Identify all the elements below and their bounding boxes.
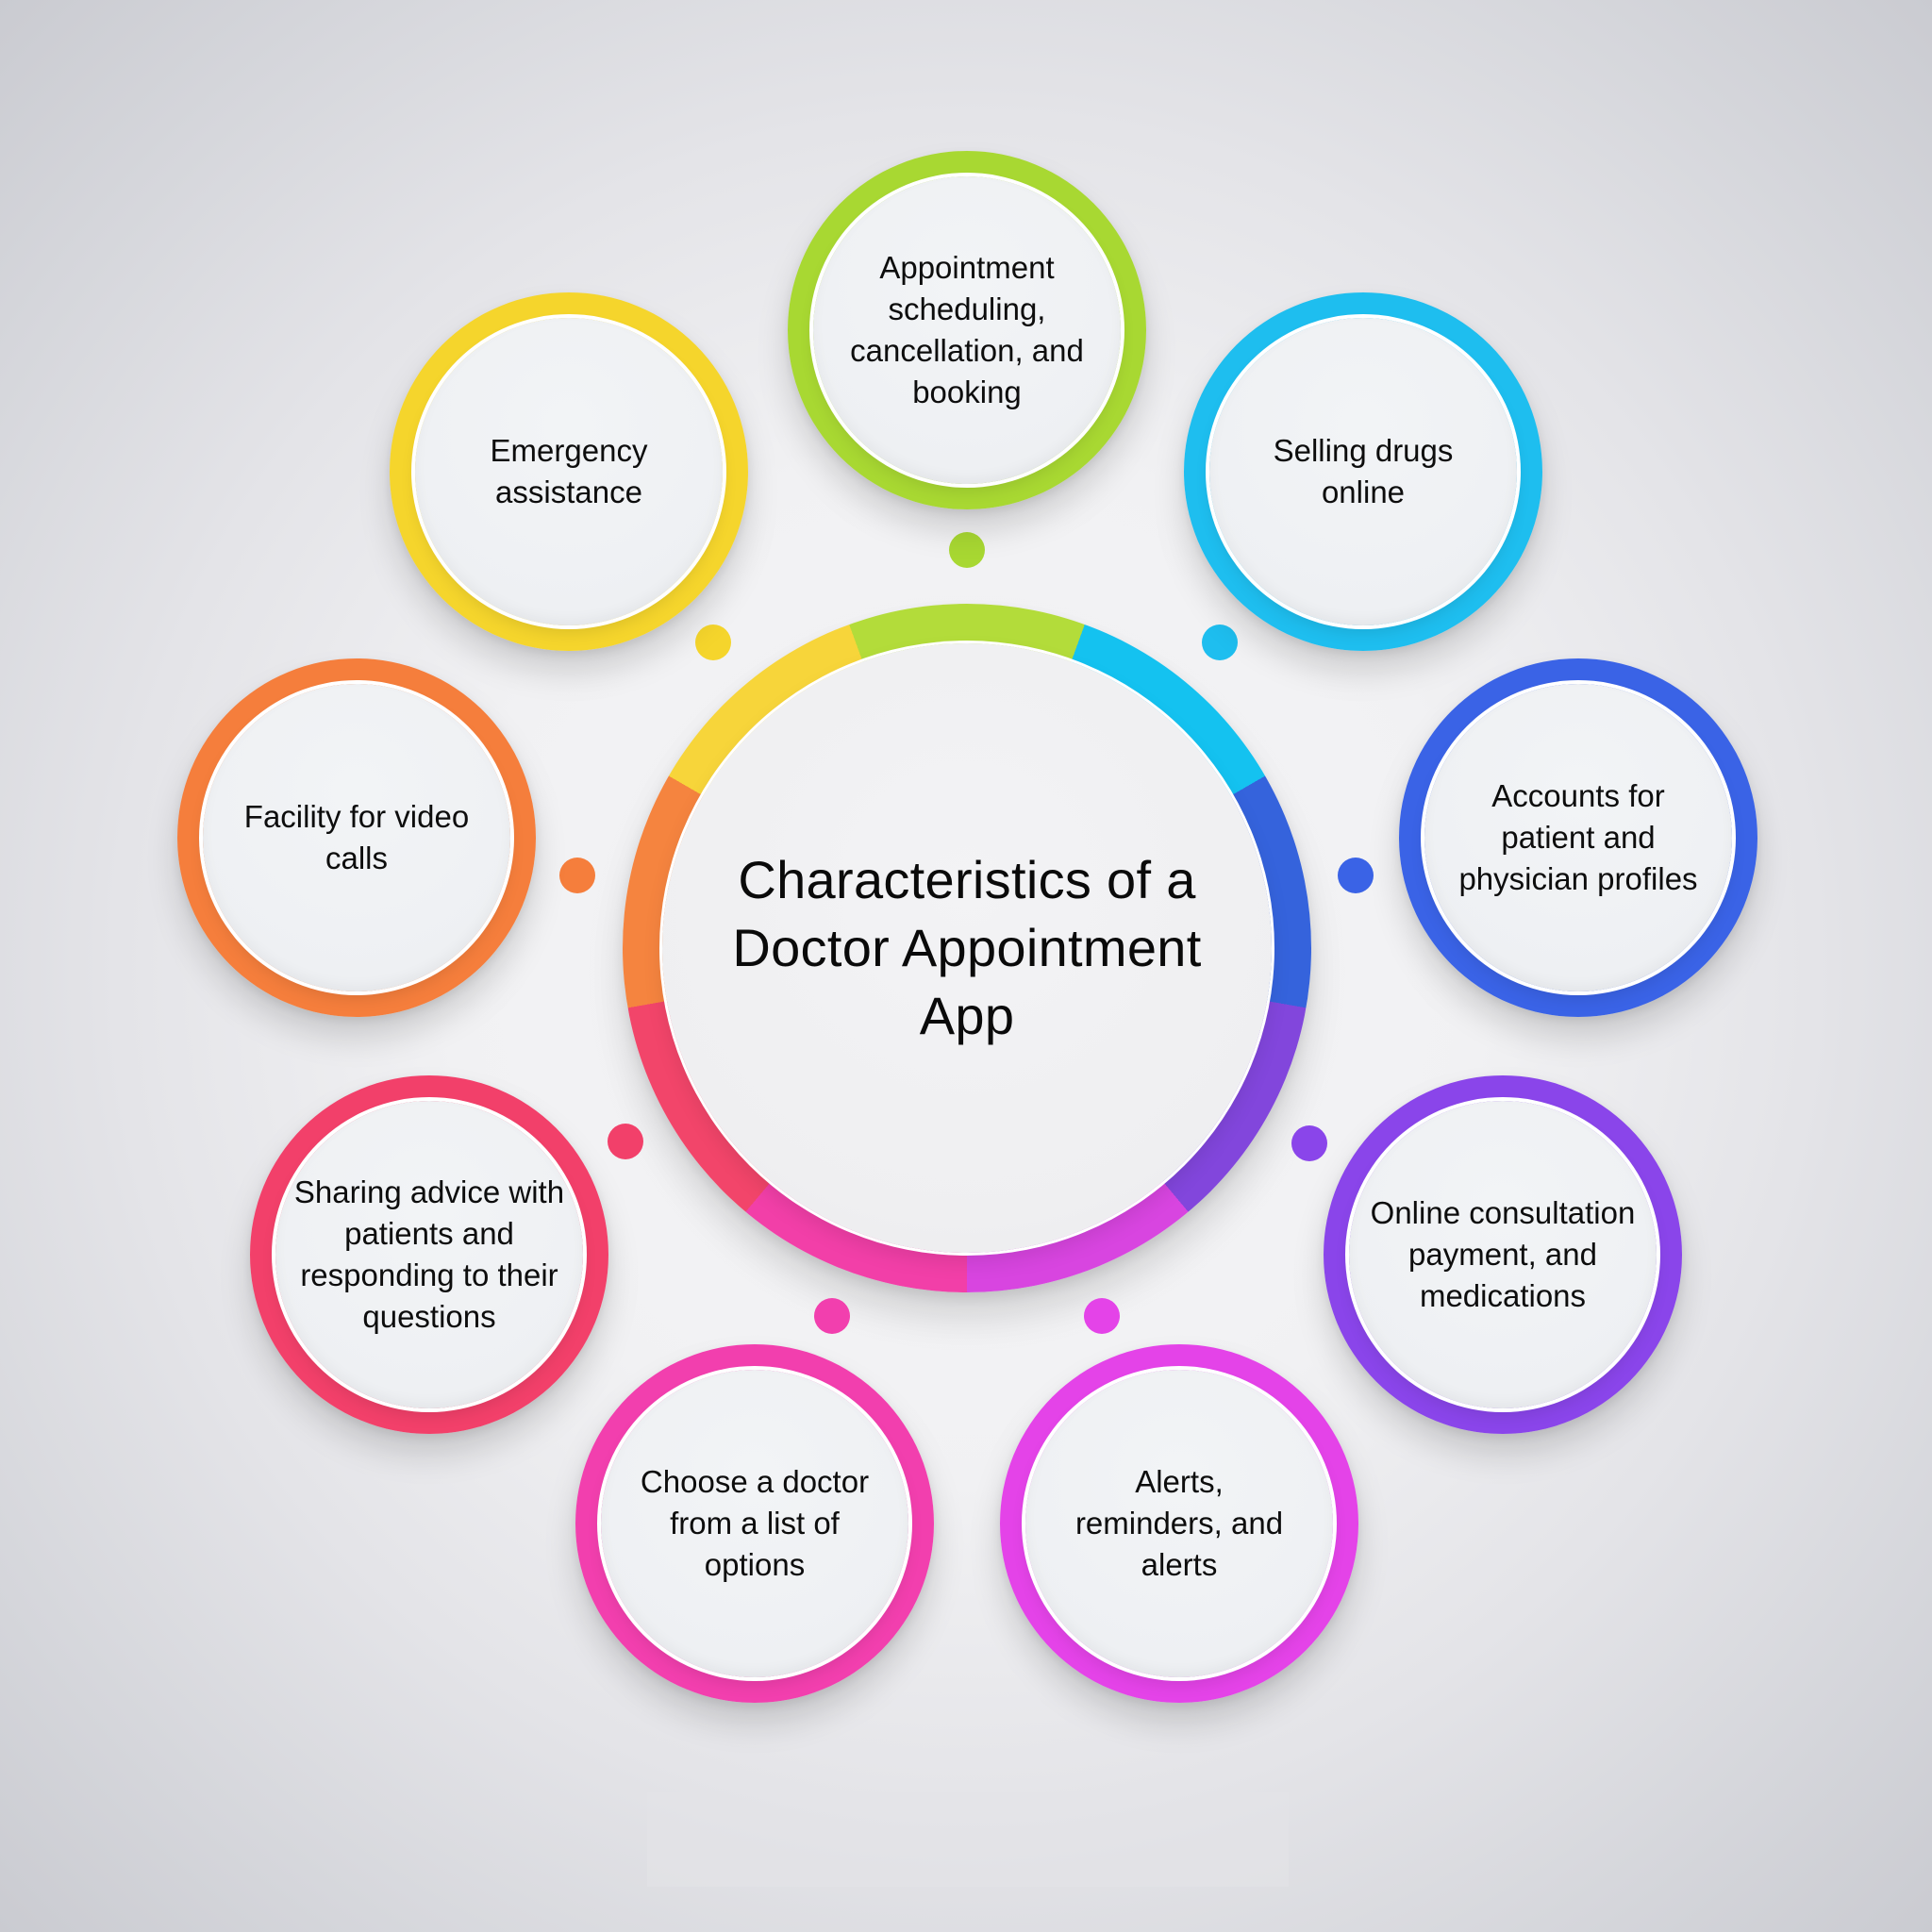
feature-circle-advice: Sharing advice with patients and respond… [250,1075,608,1434]
connector-dot-alerts [1084,1298,1120,1334]
feature-circle-inner: Facility for video calls [203,684,510,991]
feature-circle-inner: Choose a doctor from a list of options [601,1370,908,1677]
connector-dot-advice [608,1124,643,1159]
feature-circle-appointment: Appointment scheduling, cancellation, an… [788,151,1146,509]
connector-dot-consultation [1291,1125,1327,1161]
central-circle: Characteristics of a Doctor Appointment … [662,643,1272,1253]
diagram-title: Characteristics of a Doctor Appointment … [732,850,1202,1045]
feature-circle-alerts: Alerts, reminders, and alerts [1000,1344,1358,1703]
feature-label-video: Facility for video calls [243,799,470,875]
feature-circle-video: Facility for video calls [177,658,536,1017]
feature-circle-emergency: Emergency assistance [390,292,748,651]
feature-label-alerts: Alerts, reminders, and alerts [1074,1464,1284,1582]
connector-dot-accounts [1338,858,1374,893]
central-color-ring: Characteristics of a Doctor Appointment … [623,604,1311,1292]
feature-label-drugs: Selling drugs online [1273,433,1454,509]
feature-circle-inner: Online consultation payment, and medicat… [1349,1101,1657,1408]
background-panel [647,1792,1289,1887]
connector-dot-video [559,858,595,893]
feature-circle-choose-doctor: Choose a doctor from a list of options [575,1344,934,1703]
connector-dot-drugs [1202,625,1238,660]
feature-label-choose-doctor: Choose a doctor from a list of options [640,1464,870,1582]
feature-label-advice: Sharing advice with patients and respond… [293,1174,565,1334]
feature-label-appointment: Appointment scheduling, cancellation, an… [850,250,1084,409]
connector-dot-appointment [949,532,985,568]
feature-circle-inner: Sharing advice with patients and respond… [275,1101,583,1408]
feature-label-emergency: Emergency assistance [490,433,648,509]
feature-circle-inner: Alerts, reminders, and alerts [1025,1370,1333,1677]
feature-circle-consultation: Online consultation payment, and medicat… [1324,1075,1682,1434]
feature-circle-drugs: Selling drugs online [1184,292,1542,651]
feature-circle-inner: Accounts for patient and physician profi… [1424,684,1732,991]
feature-circle-inner: Appointment scheduling, cancellation, an… [813,176,1121,484]
feature-label-consultation: Online consultation payment, and medicat… [1370,1195,1636,1313]
feature-circle-inner: Selling drugs online [1209,318,1517,625]
feature-circle-inner: Emergency assistance [415,318,723,625]
connector-dot-choose-doctor [814,1298,850,1334]
feature-circle-accounts: Accounts for patient and physician profi… [1399,658,1757,1017]
feature-label-accounts: Accounts for patient and physician profi… [1458,778,1698,896]
connector-dot-emergency [695,625,731,660]
